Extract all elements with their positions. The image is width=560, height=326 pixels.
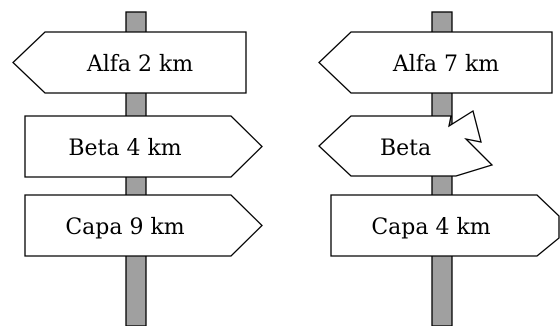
right-sign-alfa: Alfa 7 km	[318, 31, 553, 94]
left-signpost: Alfa 2 km Beta 4 km Capa 9 km	[12, 11, 263, 326]
right-sign-alfa-label: Alfa 7 km	[392, 52, 499, 77]
right-sign-capa-label: Capa 4 km	[371, 215, 490, 240]
right-sign-beta-broken: Beta	[318, 109, 494, 177]
right-sign-beta-label: Beta	[380, 136, 431, 161]
left-sign-alfa: Alfa 2 km	[12, 31, 247, 94]
right-signpost: Alfa 7 km Beta Capa 4 km	[318, 11, 560, 326]
left-sign-capa: Capa 9 km	[24, 194, 263, 257]
right-sign-capa: Capa 4 km	[330, 194, 560, 257]
left-sign-beta-label: Beta 4 km	[68, 136, 181, 161]
left-sign-alfa-label: Alfa 2 km	[86, 52, 193, 77]
left-sign-capa-label: Capa 9 km	[65, 215, 184, 240]
left-sign-beta: Beta 4 km	[24, 115, 263, 178]
